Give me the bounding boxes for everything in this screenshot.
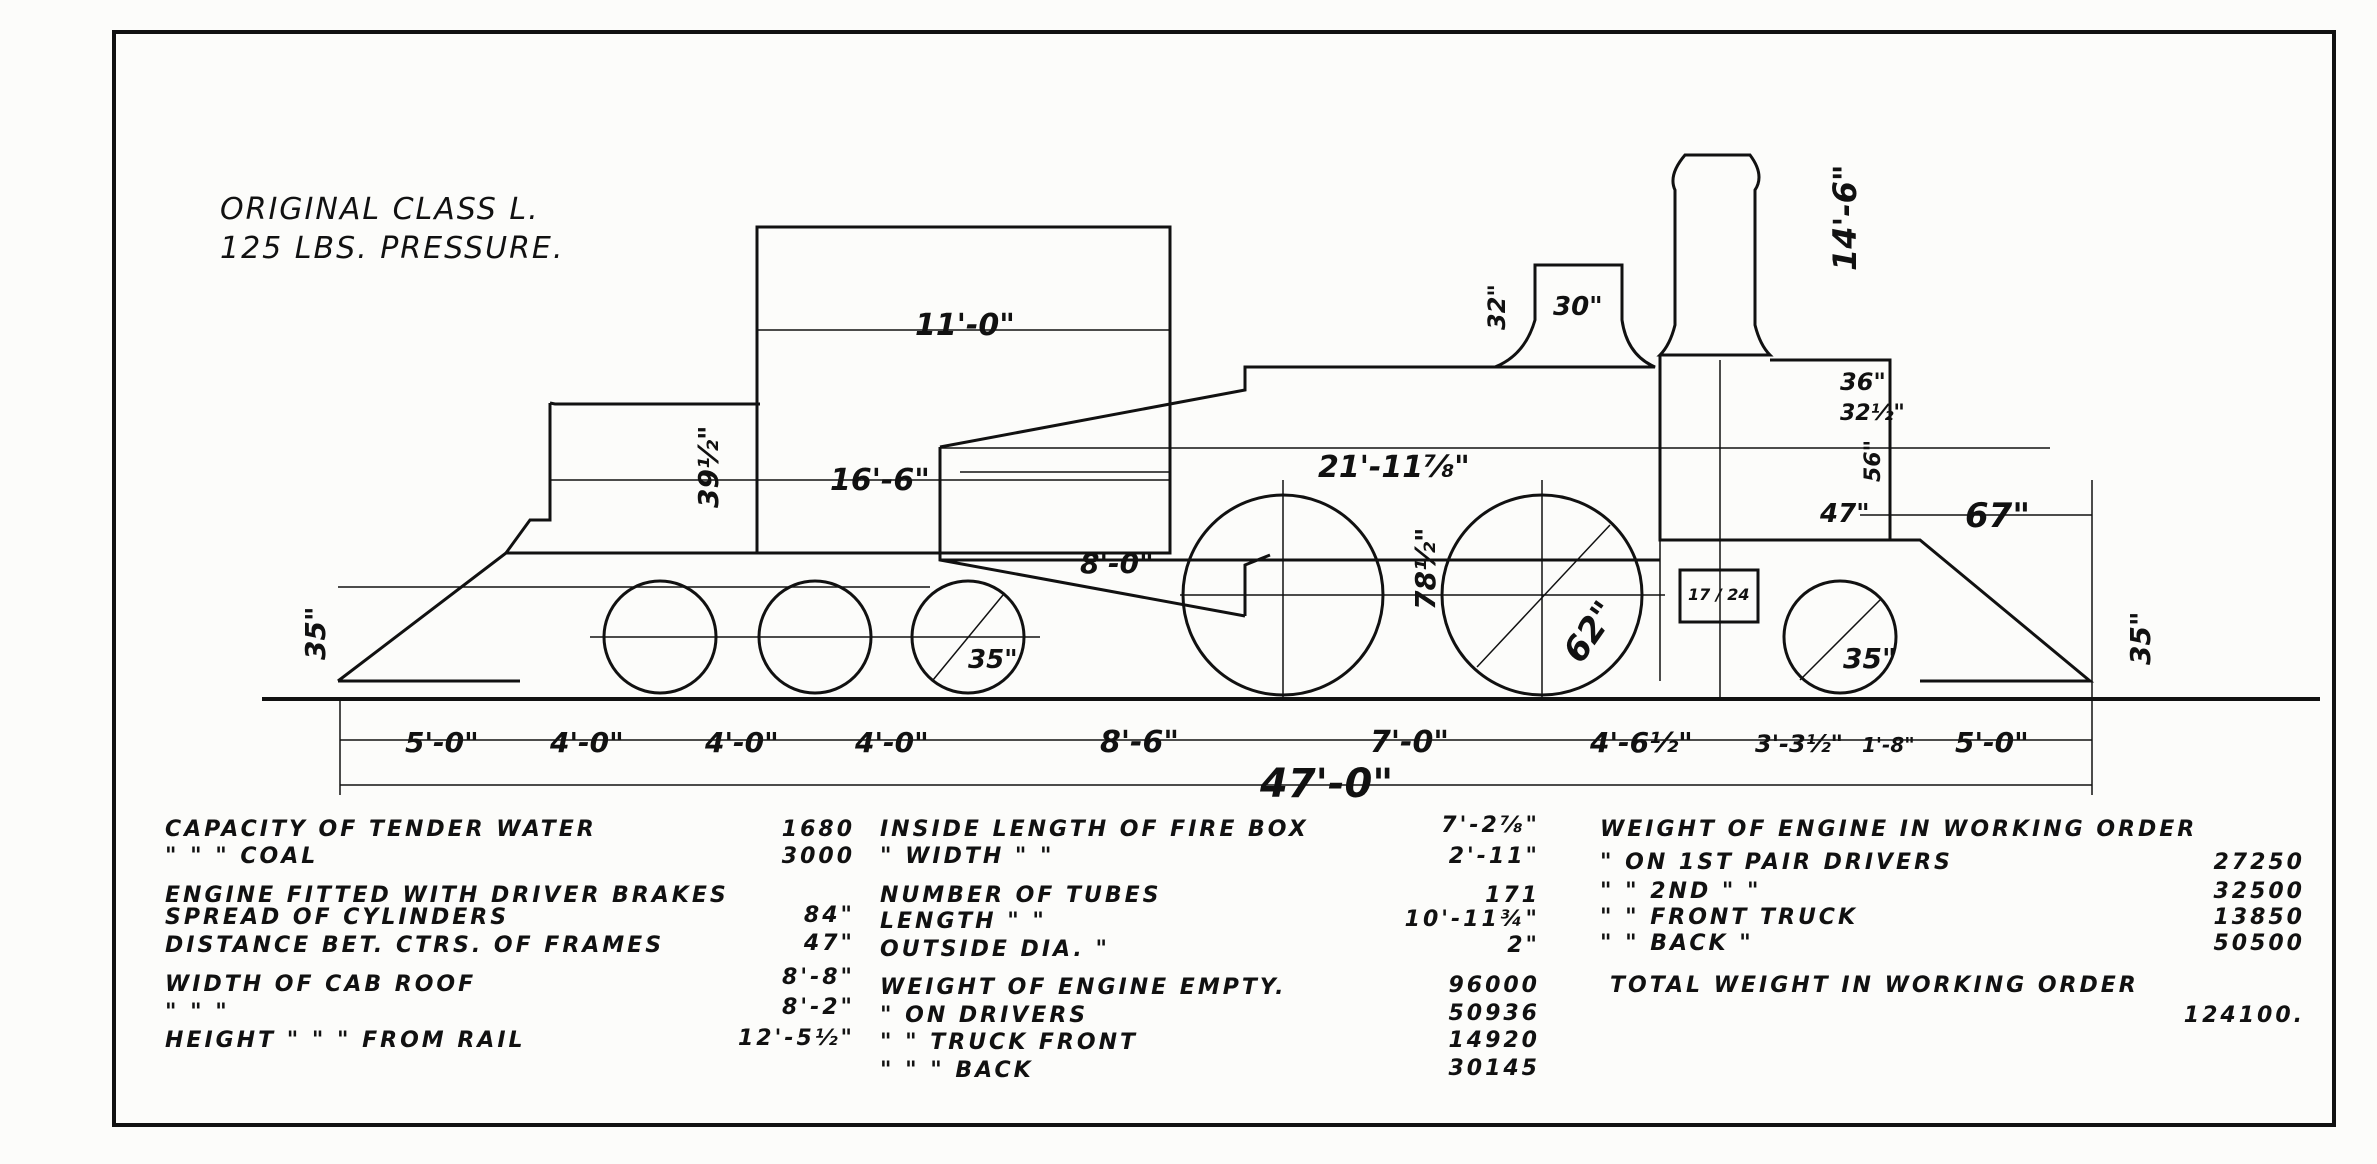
spec-value: 50500 [2213, 931, 2305, 956]
spec-label: NUMBER OF TUBES [880, 883, 1162, 908]
dim-total-length: 47'-0" [1259, 761, 1393, 807]
dim-dome-dia: 30" [1553, 292, 1603, 322]
title-line-1: ORIGINAL CLASS L. [220, 192, 540, 227]
dim-tank-height: 39½" [692, 425, 725, 508]
spec-label: " " BACK " [1600, 931, 1754, 956]
dim-tender-width: 11'-0" [915, 308, 1015, 343]
dim-span-6: 7'-0" [1370, 725, 1449, 760]
dim-span-9: 1'-8" [1862, 733, 1915, 757]
dim-56: 56" [1861, 440, 1886, 482]
dim-span-3: 4'-0" [704, 726, 779, 759]
dim-span-2: 4'-0" [549, 726, 624, 759]
dim-span-5: 8'-6" [1100, 725, 1179, 760]
spec-value: 47" [803, 931, 855, 956]
spec-value: 27250 [2213, 850, 2305, 875]
spec-value: 30145 [1448, 1056, 1540, 1081]
spec-label: " " " BACK [880, 1058, 1034, 1083]
boiler-top [939, 365, 1495, 449]
spec-value: 14920 [1448, 1028, 1540, 1053]
spec-table-left: CAPACITY OF TENDER WATER 1680 " " " COAL… [165, 817, 855, 1057]
dim-dome-height: 32" [1483, 284, 1511, 330]
dim-truck-dia-2: 35" [1843, 642, 1897, 675]
spec-label: TOTAL WEIGHT IN WORKING ORDER [1610, 973, 2139, 998]
dim-wheel-78: 78½" [1409, 527, 1442, 610]
spec-label: " " " COAL [165, 844, 319, 869]
dim-cylinder: 17 / 24 [1688, 585, 1750, 604]
spec-label: HEIGHT " " " FROM RAIL [165, 1028, 526, 1053]
dim-cab-32: 32½" [1840, 401, 1905, 426]
spec-value: 124100. [2183, 1003, 2305, 1028]
spec-label: WEIGHT OF ENGINE IN WORKING ORDER [1600, 817, 2198, 842]
spec-value: 12'-5½" [737, 1026, 855, 1051]
spec-value: 3000 [781, 844, 855, 869]
spec-label: " WIDTH " " [880, 844, 1055, 869]
dim-stack-height: 14'-6" [1826, 164, 1864, 271]
spec-table-middle: INSIDE LENGTH OF FIRE BOX 7'-2⅞" " WIDTH… [880, 813, 1540, 1092]
dim-boiler-length: 21'-11⅞" [1318, 450, 1470, 485]
dim-span-8: 3'-3½" [1755, 730, 1843, 758]
spec-label: WIDTH OF CAB ROOF [165, 972, 477, 997]
spec-value: 8'-2" [782, 995, 855, 1020]
spec-label: OUTSIDE DIA. " [880, 937, 1110, 962]
spec-value: 2" [1507, 933, 1540, 958]
spec-label: " " FRONT TRUCK [1600, 905, 1858, 930]
spec-label: SPREAD OF CYLINDERS [165, 905, 510, 930]
spec-label: CAPACITY OF TENDER WATER [165, 817, 597, 842]
dim-span-7: 4'-6½" [1589, 726, 1693, 759]
front-truck-wheel [1782, 579, 1898, 695]
spec-label: INSIDE LENGTH OF FIRE BOX [880, 817, 1309, 842]
dim-47: 47" [1819, 499, 1870, 529]
spec-label: " " 2ND " " [1600, 879, 1762, 904]
spec-label: LENGTH " " [880, 909, 1047, 934]
dim-truck-dia-1: 35" [968, 645, 1018, 675]
tender-deck [337, 551, 930, 683]
spec-label: " " " [165, 1000, 230, 1025]
tender-coal-bunker [755, 225, 1172, 555]
dim-firebox: 8'-0" [1080, 547, 1154, 580]
spec-label: " " TRUCK FRONT [880, 1030, 1138, 1055]
steam-dome [1494, 263, 1656, 369]
dim-67: 67" [1965, 496, 2030, 536]
cylinder-block [1678, 568, 1760, 624]
spec-value: 171 [1485, 883, 1540, 908]
spec-value: 10'-11¾" [1404, 907, 1540, 932]
dim-cab-36: 36" [1840, 368, 1886, 396]
spec-table-right: WEIGHT OF ENGINE IN WORKING ORDER " ON 1… [1600, 817, 2305, 1037]
dim-tender-length: 16'-6" [830, 463, 930, 498]
dim-rear-35: 35" [299, 606, 332, 660]
tender-top [549, 401, 760, 406]
dim-span-4: 4'-0" [854, 726, 929, 759]
spec-value: 2'-11" [1448, 844, 1540, 869]
spec-value: 32500 [2213, 879, 2305, 904]
dim-span-10: 5'-0" [1955, 726, 2029, 759]
spec-label: WEIGHT OF ENGINE EMPTY. [880, 975, 1287, 1000]
drawing-title: ORIGINAL CLASS L. 125 LBS. PRESSURE. [220, 192, 564, 266]
spec-label: " ON DRIVERS [880, 1003, 1089, 1028]
spec-value: 84" [803, 903, 855, 928]
dim-span-1: 5'-0" [405, 726, 479, 759]
spec-value: 8'-8" [782, 965, 855, 990]
spec-value: 13850 [2213, 905, 2305, 930]
smokestack [1656, 153, 1774, 357]
dim-front-35: 35" [2124, 611, 2157, 665]
spec-value: 7'-2⅞" [1441, 813, 1540, 838]
spec-value: 1680 [781, 817, 855, 842]
dim-driver-dia: 62" [1555, 594, 1625, 670]
spec-label: ENGINE FITTED WITH DRIVER BRAKES [165, 883, 729, 908]
spec-label: " ON 1ST PAIR DRIVERS [1600, 850, 1953, 875]
crosshead-guide [1243, 553, 1271, 616]
spec-label: DISTANCE BET. CTRS. OF FRAMES [165, 933, 665, 958]
spec-value: 96000 [1448, 973, 1540, 998]
title-line-2: 125 LBS. PRESSURE. [220, 231, 565, 266]
drawing-border [112, 30, 2336, 1127]
spec-value: 50936 [1448, 1001, 1540, 1026]
